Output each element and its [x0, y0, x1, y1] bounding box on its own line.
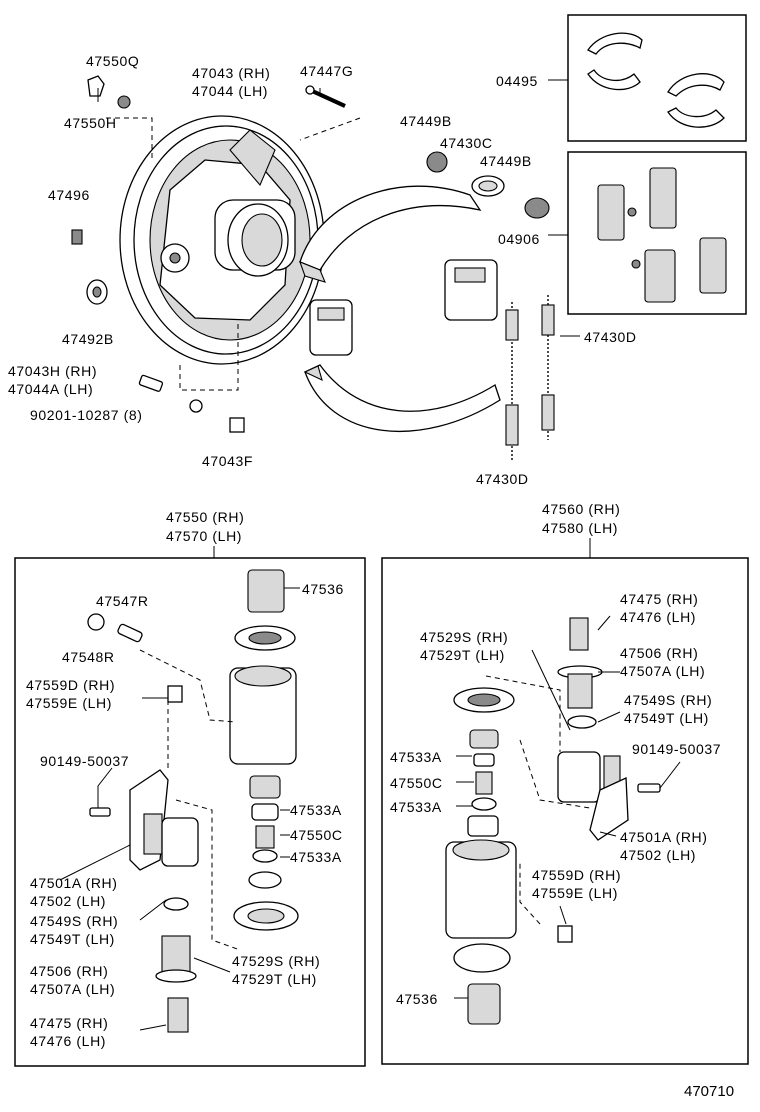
label-left-47502: 47502 (LH) [30, 893, 106, 909]
label-47560-rh: 47560 (RH) [542, 501, 620, 517]
label-47043-rh: 47043 (RH) [192, 65, 270, 81]
nut-47492b [86, 279, 108, 305]
label-left-47549t: 47549T (LH) [30, 931, 115, 947]
screw-47506-left [155, 935, 197, 983]
adjuster-47501a-right [557, 751, 629, 841]
label-right-47529s: 47529S (RH) [420, 629, 508, 645]
kit-box-04495 [567, 14, 747, 142]
label-left-47536: 47536 [302, 581, 344, 597]
label-right-47506: 47506 (RH) [620, 645, 698, 661]
label-left-47550c: 47550C [290, 827, 343, 843]
left-cylinder-assembly [229, 569, 299, 931]
nut-47043f [229, 417, 245, 433]
bleeder-47547r [117, 623, 143, 643]
label-47492b: 47492B [62, 331, 114, 347]
label-47447g: 47447G [300, 63, 353, 79]
clip-47559d [167, 685, 183, 703]
label-right-47549t: 47549T (LH) [624, 710, 709, 726]
washer [189, 399, 203, 413]
label-right-47550c: 47550C [390, 775, 443, 791]
return-spring-47430d [505, 295, 555, 460]
nut-47475-left [167, 997, 189, 1033]
label-47449b-a: 47449B [400, 113, 452, 129]
label-right-47501a: 47501A (RH) [620, 829, 708, 845]
label-47548r: 47548R [62, 649, 115, 665]
label-right-47529t: 47529T (LH) [420, 647, 505, 663]
label-47043f: 47043F [202, 453, 253, 469]
label-right-47475: 47475 (RH) [620, 591, 698, 607]
bolt-47550q [87, 75, 131, 109]
bolt-90149-left [89, 807, 111, 817]
label-left-47506: 47506 (RH) [30, 963, 108, 979]
label-left-47529t: 47529T (LH) [232, 971, 317, 987]
bolt-90149-right [637, 783, 661, 793]
bolt-47447g [305, 85, 346, 108]
label-47430d-a: 47430D [584, 329, 637, 345]
label-47570-lh: 47570 (LH) [166, 528, 242, 544]
label-47550-rh: 47550 (RH) [166, 509, 244, 525]
label-left-47559d: 47559D (RH) [26, 677, 115, 693]
label-right-90149: 90149-50037 [632, 741, 721, 757]
label-right-47533a-a: 47533A [390, 749, 442, 765]
kit-box-04906 [567, 151, 747, 315]
label-90201-10287: 90201-10287 (8) [30, 407, 143, 423]
cylinder-kit-icon [597, 167, 727, 303]
ring-47549s-left [163, 897, 189, 911]
bolt-47043h [138, 374, 164, 392]
spring-47430c [471, 175, 505, 197]
label-right-47559e: 47559E (LH) [532, 885, 618, 901]
label-47043h-rh: 47043H (RH) [8, 363, 97, 379]
backing-plate [119, 115, 325, 365]
label-47580-lh: 47580 (LH) [542, 520, 618, 536]
box-47550 [14, 557, 366, 1067]
label-left-47501a: 47501A (RH) [30, 875, 118, 891]
label-right-47536: 47536 [396, 991, 438, 1007]
label-right-47533a-b: 47533A [390, 799, 442, 815]
wheel-cylinder-right [444, 259, 498, 321]
label-left-47533a-b: 47533A [290, 849, 342, 865]
clip-47559d-right [557, 925, 573, 943]
label-47550q: 47550Q [86, 53, 139, 69]
label-04495: 04495 [496, 73, 538, 89]
brake-shoe-upper [299, 185, 482, 283]
label-left-47529s: 47529S (RH) [232, 953, 320, 969]
wheel-cylinder-left [309, 299, 353, 356]
label-47550h: 47550H [64, 115, 117, 131]
adjuster-47501a-left [129, 769, 199, 871]
cap-47496 [71, 229, 83, 245]
box-47560 [381, 557, 749, 1065]
label-47496: 47496 [48, 187, 90, 203]
diagram-id: 470710 [684, 1083, 734, 1100]
label-47044-lh: 47044 (LH) [192, 83, 268, 99]
label-right-47502: 47502 (LH) [620, 847, 696, 863]
screw-47506-right [557, 665, 603, 709]
spring-cup-47449b [426, 151, 448, 173]
label-right-47476: 47476 (LH) [620, 609, 696, 625]
label-47449b-b: 47449B [480, 153, 532, 169]
label-47547r: 47547R [96, 593, 149, 609]
label-47430c: 47430C [440, 135, 493, 151]
cylinder-parts-right [445, 687, 517, 1025]
label-left-47475: 47475 (RH) [30, 1015, 108, 1031]
label-47044a-lh: 47044A (LH) [8, 381, 93, 397]
label-47430d-b: 47430D [476, 471, 529, 487]
brake-shoe-lower [303, 364, 501, 433]
cap-47548r [87, 613, 105, 631]
nut-47475-right [569, 617, 589, 651]
label-right-47559d: 47559D (RH) [532, 867, 621, 883]
ring-47549s-right [567, 715, 597, 729]
label-left-47559e: 47559E (LH) [26, 695, 112, 711]
label-left-47549s: 47549S (RH) [30, 913, 118, 929]
label-left-47507a: 47507A (LH) [30, 981, 115, 997]
label-left-47476: 47476 (LH) [30, 1033, 106, 1049]
label-left-47533a-a: 47533A [290, 802, 342, 818]
brake-shoe-set-icon [587, 32, 725, 128]
label-left-90149: 90149-50037 [40, 753, 129, 769]
spring-cup-47449b-2 [524, 197, 550, 219]
label-right-47549s: 47549S (RH) [624, 692, 712, 708]
label-04906: 04906 [498, 231, 540, 247]
label-right-47507a: 47507A (LH) [620, 663, 705, 679]
